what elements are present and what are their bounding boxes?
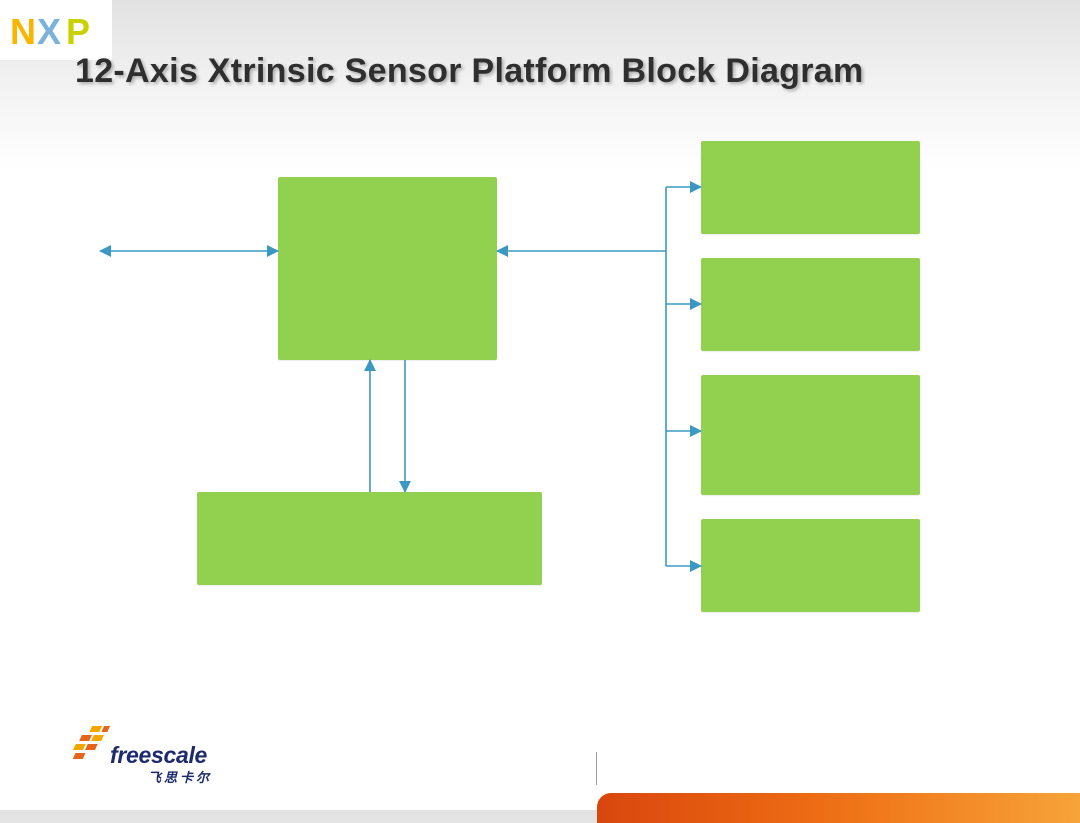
freescale-brand-text: freescale (110, 742, 208, 768)
right-block-2 (701, 258, 920, 351)
footer-accent-bar (597, 793, 1080, 823)
nxp-logo-p: P (66, 14, 90, 48)
right-block-3 (701, 375, 920, 495)
page-title: 12-Axis Xtrinsic Sensor Platform Block D… (75, 52, 864, 90)
freescale-logo-icon (72, 726, 111, 759)
nxp-logo-x: X (37, 14, 61, 48)
bottom-block (197, 492, 542, 585)
central-block (278, 177, 497, 360)
freescale-brand-cn-text: 飞思卡尔 (148, 771, 213, 786)
right-block-1 (701, 141, 920, 234)
right-block-4 (701, 519, 920, 612)
nxp-logo: N X P (0, 0, 112, 60)
footer-divider (596, 752, 597, 785)
nxp-logo-n: N (10, 14, 36, 48)
